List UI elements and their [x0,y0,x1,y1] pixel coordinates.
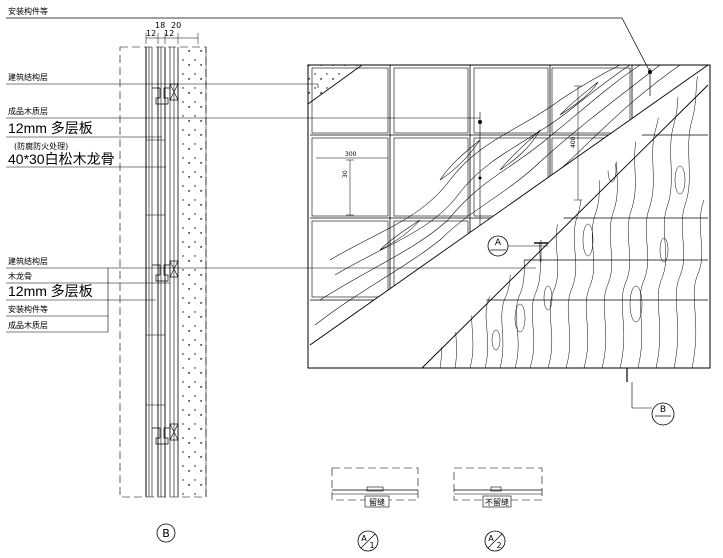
wall-structure-hatch [178,47,206,497]
dim-18: 18 [155,21,165,30]
section-b-letter: B [162,527,170,540]
callout-b-letter: B [660,405,666,415]
label-plywood-upper: 12mm 多层板 [8,120,93,136]
elevation-diagonal-cut [421,84,709,369]
top-note-leader-diagonal [621,17,651,73]
detail-a1: 留缝 A 1 [331,467,419,552]
label-wood-finish-lower: 成品木质层 [8,320,48,330]
elevation-panel-grid [310,65,708,345]
detail-a2-number: 2 [496,541,501,550]
detail-a1-caption: 留缝 [369,497,385,507]
section-layers [145,47,175,497]
elevation-view: 30 300 400 A B [307,64,711,426]
section-board-joints [146,139,165,406]
label-structure-lower: 建筑结构层 [8,256,48,266]
section-a-marker: A [487,235,548,262]
dim-300: 300 [345,151,357,158]
label-keel: 40*30白松木龙骨 [8,151,115,167]
dim-400: 400 [570,136,577,148]
lower-labels: 建筑结构层 木龙骨 12mm 多层板 安装构件等 成品木质层 [6,256,536,333]
elevation-grain-upper [314,65,701,345]
section-b-marker: B [156,523,176,543]
dim-20: 20 [171,21,181,30]
detail-a2-caption: 不留缝 [485,497,509,507]
elevation-wood-planks [422,65,708,368]
elevation-border [307,64,711,369]
section-dashed-outline [119,46,207,498]
detail-a2-letter: A [488,534,494,543]
label-fittings: 安装构件等 [8,304,48,314]
callout-b: B [626,368,675,426]
section-b: 12 18 12 20 [6,21,536,543]
top-note-label: 安装构件等 [8,6,48,16]
detail-a2: 不留缝 A 2 [453,467,543,552]
elevation-dimensions: 30 300 400 [316,85,582,216]
dim-12-a: 12 [146,29,156,38]
top-note-group: 安装构件等 [6,6,651,73]
section-a-letter: A [495,238,502,248]
dim-12-b: 12 [164,29,174,38]
label-treatment: (防腐防火处理) [14,141,68,151]
detail-a1-letter: A [361,534,367,543]
detail-a1-number: 1 [369,541,374,550]
label-structure-upper: 建筑结构层 [8,72,48,82]
elevation-diagonal-cut-upper [309,64,709,346]
section-fixing-middle [152,260,179,282]
label-plywood-lower: 12mm 多层板 [8,283,93,299]
label-wood-finish-upper: 成品木质层 [8,106,48,116]
dim-30: 30 [342,170,349,178]
section-fixing-lower [152,423,179,445]
label-wood-keel: 木龙骨 [8,271,32,281]
upper-labels: 建筑结构层 成品木质层 12mm 多层板 (防腐防火处理) 40*30白松木龙骨 [6,72,480,168]
section-dimensions: 12 18 12 20 [145,21,199,44]
